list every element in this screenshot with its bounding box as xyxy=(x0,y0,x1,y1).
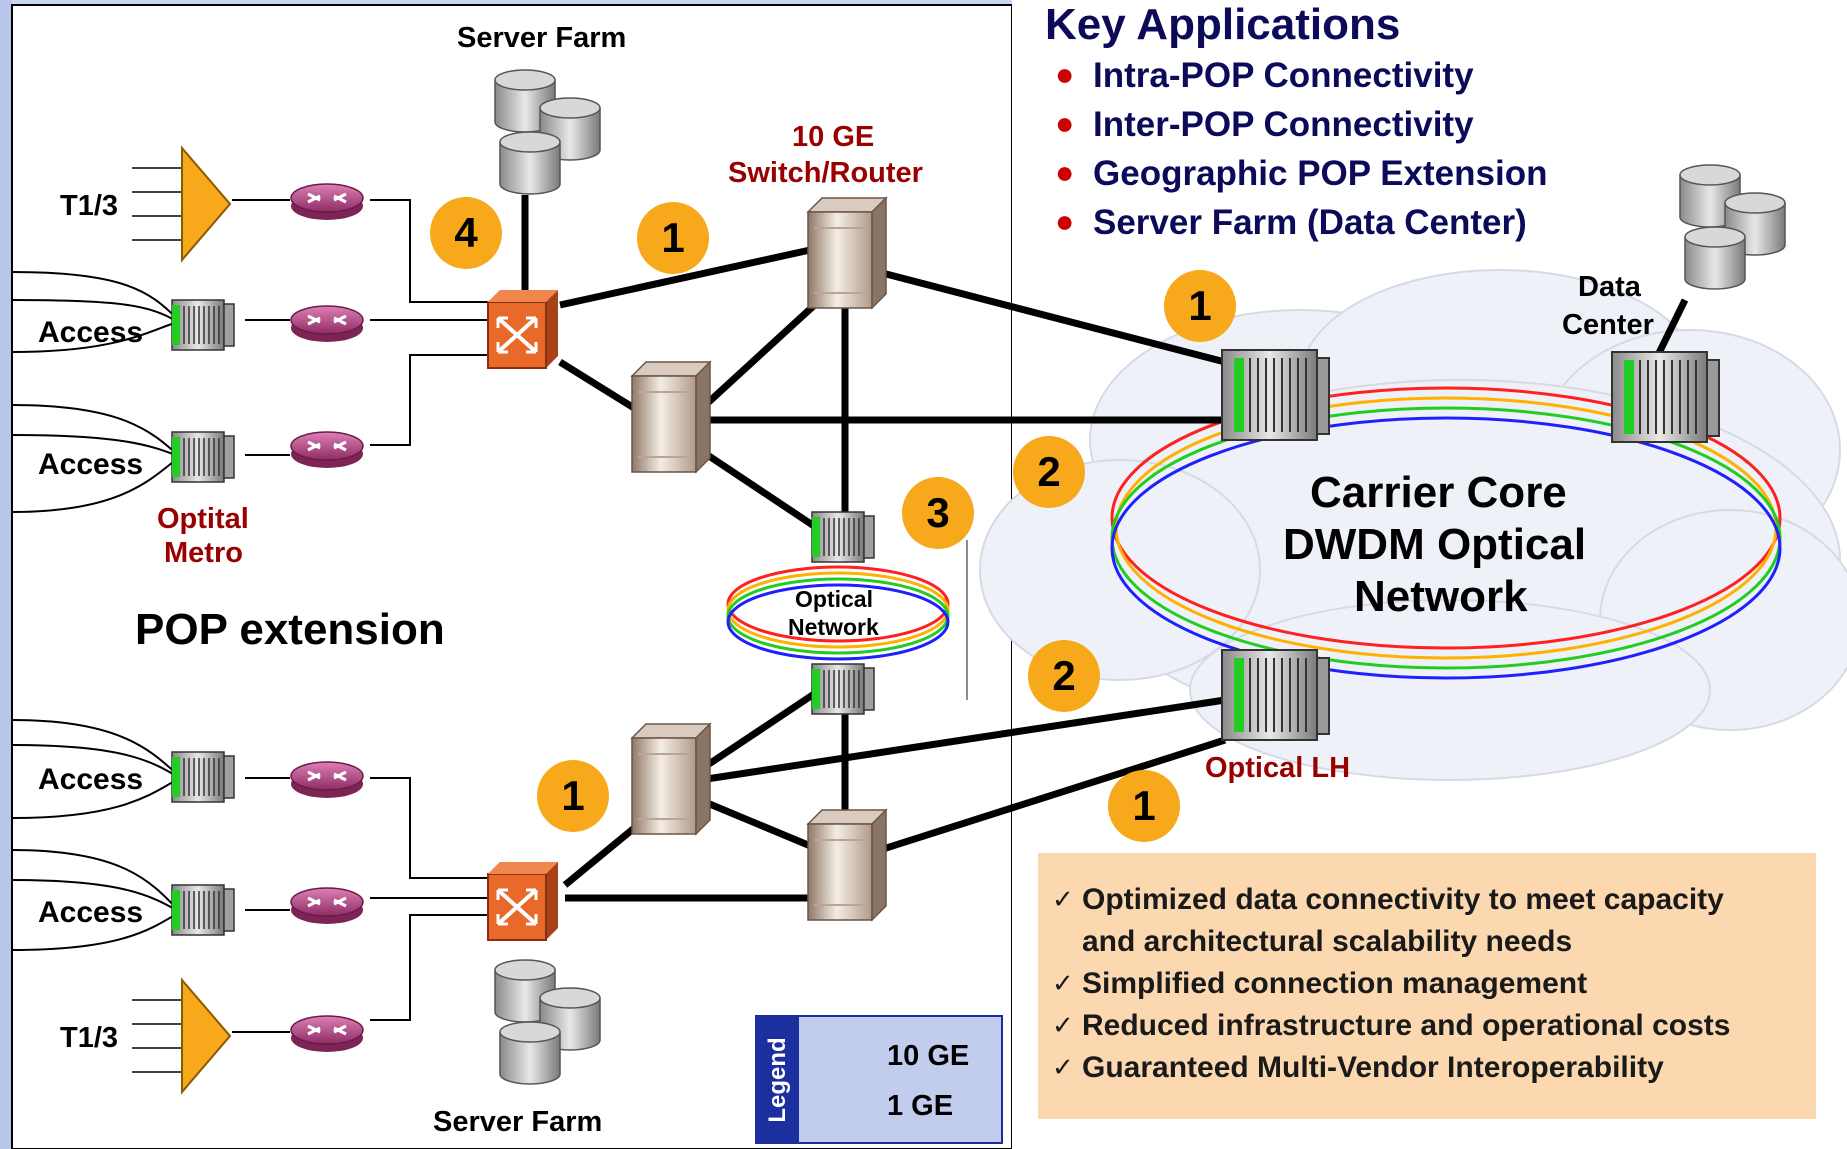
optical-metro-rings xyxy=(726,565,950,661)
links-1ge xyxy=(11,199,500,1033)
benefit-item: ✓Guaranteed Multi-Vendor Interoperabilit… xyxy=(1052,1047,1816,1089)
badge-number: 4 xyxy=(430,197,502,269)
benefits-box: ✓Optimized data connectivity to meet cap… xyxy=(1038,853,1816,1119)
benefit-item-continued: and architectural scalability needs xyxy=(1082,925,1573,958)
label-data-center-2: Center xyxy=(1562,309,1654,341)
label-optical-metro-2: Metro xyxy=(164,537,243,569)
carrier-core-cloud xyxy=(979,269,1847,781)
bullet-icon: ● xyxy=(1055,203,1075,239)
benefit-item: ✓Simplified connection management xyxy=(1052,963,1816,1005)
badge-number: 2 xyxy=(1028,640,1100,712)
legend-entry-1ge: 1 GE xyxy=(887,1090,954,1122)
label-access: Access xyxy=(38,896,144,929)
label-carrier-core-3: Network xyxy=(1354,572,1528,621)
links-10ge xyxy=(521,195,1689,902)
badge-number: 3 xyxy=(902,477,974,549)
checkmark-icon: ✓ xyxy=(1052,969,1074,999)
label-pop-extension: POP extension xyxy=(135,605,445,654)
bullet-icon: ● xyxy=(1055,105,1075,141)
label-t1-bottom: T1/3 xyxy=(60,1022,119,1054)
label-optical-network-2: Network xyxy=(788,614,879,640)
label-switch-router-2: Switch/Router xyxy=(728,157,923,189)
label-switch-router-1: 10 GE xyxy=(792,121,875,153)
legend-entry-10ge: 10 GE xyxy=(887,1040,970,1072)
key-application-item: ●Intra-POP Connectivity xyxy=(1055,56,1474,95)
badge-number: 1 xyxy=(1164,270,1236,342)
label-carrier-core-1: Carrier Core xyxy=(1310,468,1567,517)
label-access: Access xyxy=(38,763,144,796)
label-optical-network-1: Optical xyxy=(795,586,873,612)
key-application-item: ●Server Farm (Data Center) xyxy=(1055,203,1527,242)
label-server-farm-top: Server Farm xyxy=(457,22,627,54)
badge-number: 1 xyxy=(1108,770,1180,842)
label-carrier-core-2: DWDM Optical xyxy=(1283,520,1587,569)
badge-number: 2 xyxy=(1013,436,1085,508)
label-data-center-1: Data xyxy=(1578,271,1641,303)
label-optical-lh: Optical LH xyxy=(1205,752,1351,784)
checkmark-icon: ✓ xyxy=(1052,1011,1074,1041)
label-optical-metro-1: Optital xyxy=(157,503,249,535)
checkmark-icon: ✓ xyxy=(1052,1053,1074,1083)
key-application-item: ●Geographic POP Extension xyxy=(1055,154,1548,193)
benefit-item: ✓Optimized data connectivity to meet cap… xyxy=(1052,879,1816,921)
label-t1-top: T1/3 xyxy=(60,190,119,222)
legend: Legend 10 GE 1 GE xyxy=(755,1015,1003,1144)
key-applications-title: Key Applications xyxy=(1045,0,1401,49)
label-access: Access xyxy=(38,316,144,349)
key-applications: Key Applications ●Intra-POP Connectivity… xyxy=(1045,0,1547,252)
dwdm-rings xyxy=(1110,386,1782,680)
bullet-icon: ● xyxy=(1055,56,1075,92)
key-application-item: ●Inter-POP Connectivity xyxy=(1055,105,1474,144)
label-access: Access xyxy=(38,448,144,481)
checkmark-icon: ✓ xyxy=(1052,885,1074,915)
badge-number: 1 xyxy=(537,760,609,832)
label-server-farm-bottom: Server Farm xyxy=(433,1106,603,1138)
benefit-item: ✓Reduced infrastructure and operational … xyxy=(1052,1005,1816,1047)
badge-number: 1 xyxy=(637,202,709,274)
bullet-icon: ● xyxy=(1055,154,1075,190)
legend-tag: Legend xyxy=(757,1017,799,1142)
